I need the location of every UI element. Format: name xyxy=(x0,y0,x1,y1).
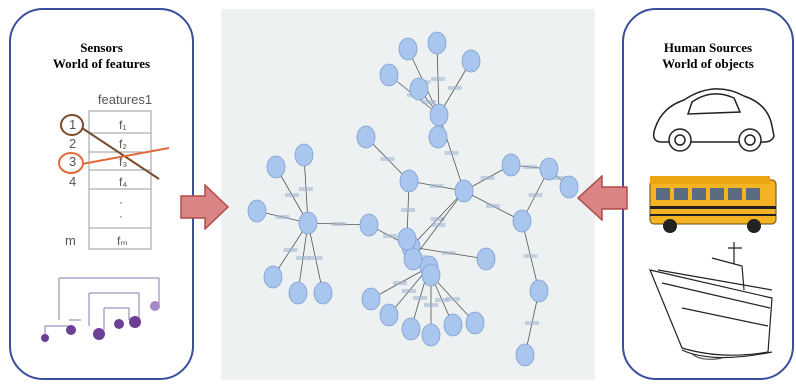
graph-node xyxy=(361,287,381,311)
feature-cell-m: fₘ xyxy=(117,234,128,248)
graph-edge-label xyxy=(441,251,456,255)
graph-edge-label xyxy=(413,296,427,300)
feature-ellipsis-2: · xyxy=(119,209,123,223)
graph-node xyxy=(398,37,418,61)
graph-node xyxy=(263,265,283,289)
graph-edge-label xyxy=(429,184,444,188)
graph-node xyxy=(379,303,399,327)
graph-node xyxy=(501,153,521,177)
graph-edge-label xyxy=(435,298,449,302)
graph-node xyxy=(288,281,308,305)
graph-node xyxy=(266,155,286,179)
school-bus-icon xyxy=(649,176,777,233)
graph-node xyxy=(512,209,532,233)
graph-edge-label xyxy=(523,254,538,258)
graph-node xyxy=(247,199,267,223)
feature-cell-4: f₄ xyxy=(119,175,127,189)
graph-node xyxy=(379,63,399,87)
dendrogram-icon xyxy=(44,277,160,338)
row-index-m: m xyxy=(65,233,76,248)
graph-node xyxy=(476,247,496,271)
graph-node xyxy=(427,31,447,55)
graph-edge-label xyxy=(431,223,446,227)
graph-node xyxy=(465,311,485,335)
graph-node xyxy=(421,263,441,287)
feature-table-figure: features1 1 2 3 4 m f₁ f₂ f₃ f₄ · · fₘ xyxy=(41,92,170,342)
features-table-header: features1 xyxy=(98,92,152,107)
graph-edge-label xyxy=(299,187,313,191)
graph-node xyxy=(421,323,441,347)
ship-icon xyxy=(649,242,773,360)
graph-edge-label xyxy=(383,234,397,238)
graph-node xyxy=(401,317,421,341)
graph-edge-label xyxy=(430,217,445,221)
graph-edge-label xyxy=(525,321,539,325)
arrow-right-to-center xyxy=(576,175,628,221)
strike-line-orange xyxy=(81,147,170,165)
graph-edge-label xyxy=(446,297,460,301)
graph-node xyxy=(397,227,417,251)
graph-edge-label xyxy=(308,256,323,260)
graph-edge-label xyxy=(331,222,346,226)
graph-edge-label xyxy=(380,157,395,161)
feature-cell-2: f₂ xyxy=(119,137,127,151)
graph-edge-label xyxy=(422,100,436,104)
graph-node xyxy=(356,125,376,149)
graph-edge-label xyxy=(393,281,407,285)
sensors-title: Sensors xyxy=(80,40,123,55)
graph-edge-label xyxy=(486,204,500,208)
human-sources-title: Human Sources xyxy=(663,40,753,55)
dendrogram-leaves xyxy=(41,301,160,342)
strike-line-brown xyxy=(81,127,160,180)
graph-node xyxy=(443,313,463,337)
row-index-2: 2 xyxy=(69,136,76,151)
world-of-features-title: World of features xyxy=(52,56,151,71)
world-of-objects-title: World of objects xyxy=(662,56,754,71)
graph-node xyxy=(359,213,379,237)
graph-node xyxy=(294,143,314,167)
graph-edge-label xyxy=(275,215,290,219)
graph-node xyxy=(403,247,423,271)
graph-edge-label xyxy=(283,248,298,252)
row-index-4: 4 xyxy=(69,174,76,189)
graph-node xyxy=(515,343,535,367)
graph-node xyxy=(429,103,449,127)
graph-node xyxy=(529,279,549,303)
graph-edge-label xyxy=(285,193,299,197)
row-index-3: 3 xyxy=(69,154,76,169)
highlight-circle-1 xyxy=(60,114,84,136)
graph-node xyxy=(298,211,318,235)
features-table xyxy=(88,110,152,250)
arrow-left-to-center xyxy=(180,184,230,230)
graph-edge-label xyxy=(444,151,459,155)
graph-edge-label xyxy=(401,208,415,212)
feature-ellipsis-1: · xyxy=(119,195,123,209)
network-graph xyxy=(247,31,579,367)
graph-edge-label xyxy=(448,86,462,90)
graph-node xyxy=(399,169,419,193)
graph-node xyxy=(428,125,448,149)
feature-cell-1: f₁ xyxy=(119,118,126,132)
graph-edge-label xyxy=(424,303,438,307)
graph-node xyxy=(559,175,579,199)
graph-edge-label xyxy=(523,165,537,169)
graph-edge-label xyxy=(528,193,543,197)
car-icon xyxy=(652,88,775,152)
graph-edge-label xyxy=(402,289,416,293)
objects-figure xyxy=(649,88,777,360)
feature-cell-3: f₃ xyxy=(119,155,127,169)
graph-node xyxy=(313,281,333,305)
graph-node xyxy=(409,77,429,101)
graph-edge-label xyxy=(431,77,445,81)
graph-node xyxy=(454,179,474,203)
graph-node xyxy=(539,157,559,181)
row-index-1: 1 xyxy=(69,117,76,132)
graph-edge-label xyxy=(296,256,310,260)
graph-node xyxy=(461,49,481,73)
graph-edge-label xyxy=(552,176,566,180)
graph-edge-label xyxy=(480,176,495,180)
